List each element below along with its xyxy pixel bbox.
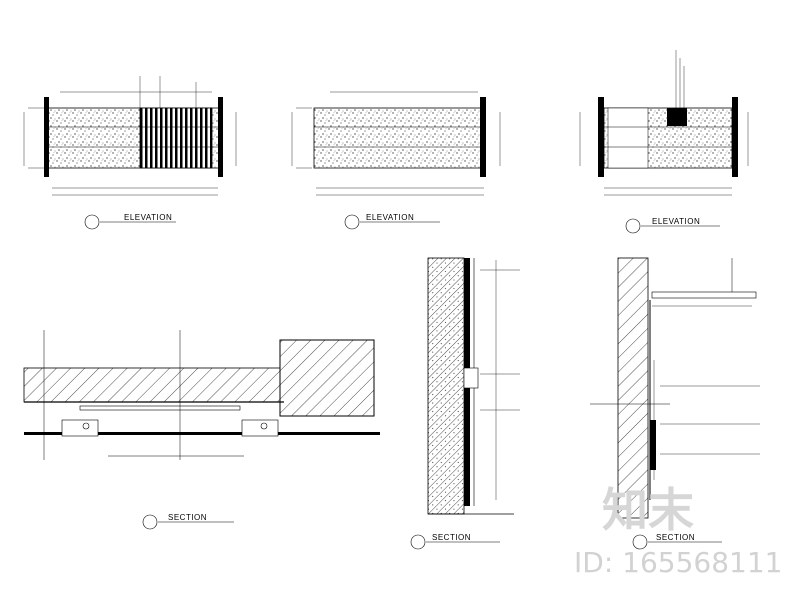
elevation-3-title: ELEVATION	[652, 217, 700, 226]
section-1: SECTION	[23, 330, 380, 530]
section-2: SECTION	[410, 257, 520, 550]
watermark: 知末 ID: 165568111	[574, 483, 782, 579]
watermark-id: ID: 165568111	[574, 546, 782, 579]
section-3: SECTION	[590, 257, 760, 550]
watermark-logo: 知末	[602, 483, 694, 537]
elevation-1: ELEVATION	[23, 76, 237, 230]
elevation-2: ELEVATION	[291, 91, 501, 230]
section-3-title: SECTION	[656, 533, 695, 542]
elevation-1-title: ELEVATION	[124, 213, 172, 222]
section-2-title: SECTION	[432, 533, 471, 542]
section-1-title: SECTION	[168, 513, 207, 522]
elevation-3: ELEVATION	[579, 50, 749, 234]
elevation-2-title: ELEVATION	[366, 213, 414, 222]
